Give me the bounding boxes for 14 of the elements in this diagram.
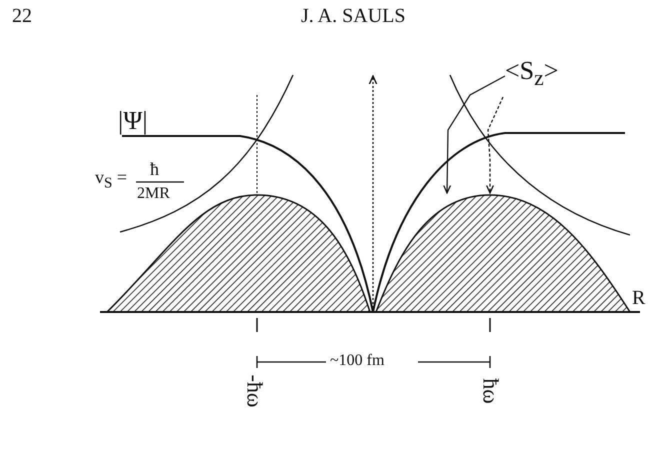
hatched-hump — [375, 194, 631, 313]
formula-text: ħ — [150, 160, 159, 178]
formula-text: v$_{S}$ = — [95, 168, 127, 192]
tick-label: -ħω — [243, 374, 266, 408]
dimension-label: ~100 fm — [330, 353, 384, 369]
axis-label: |Ψ| — [118, 108, 148, 134]
leader-line — [486, 96, 504, 194]
tick-label: ħω — [480, 378, 502, 404]
running-head: J. A. SAULS — [301, 6, 406, 26]
leader-line — [443, 75, 506, 194]
callout-label: <S$_{z}$> — [505, 58, 558, 90]
formula-text: 2MR — [137, 186, 170, 202]
axis-label: R — [632, 288, 646, 308]
page-number: 22 — [12, 6, 32, 26]
